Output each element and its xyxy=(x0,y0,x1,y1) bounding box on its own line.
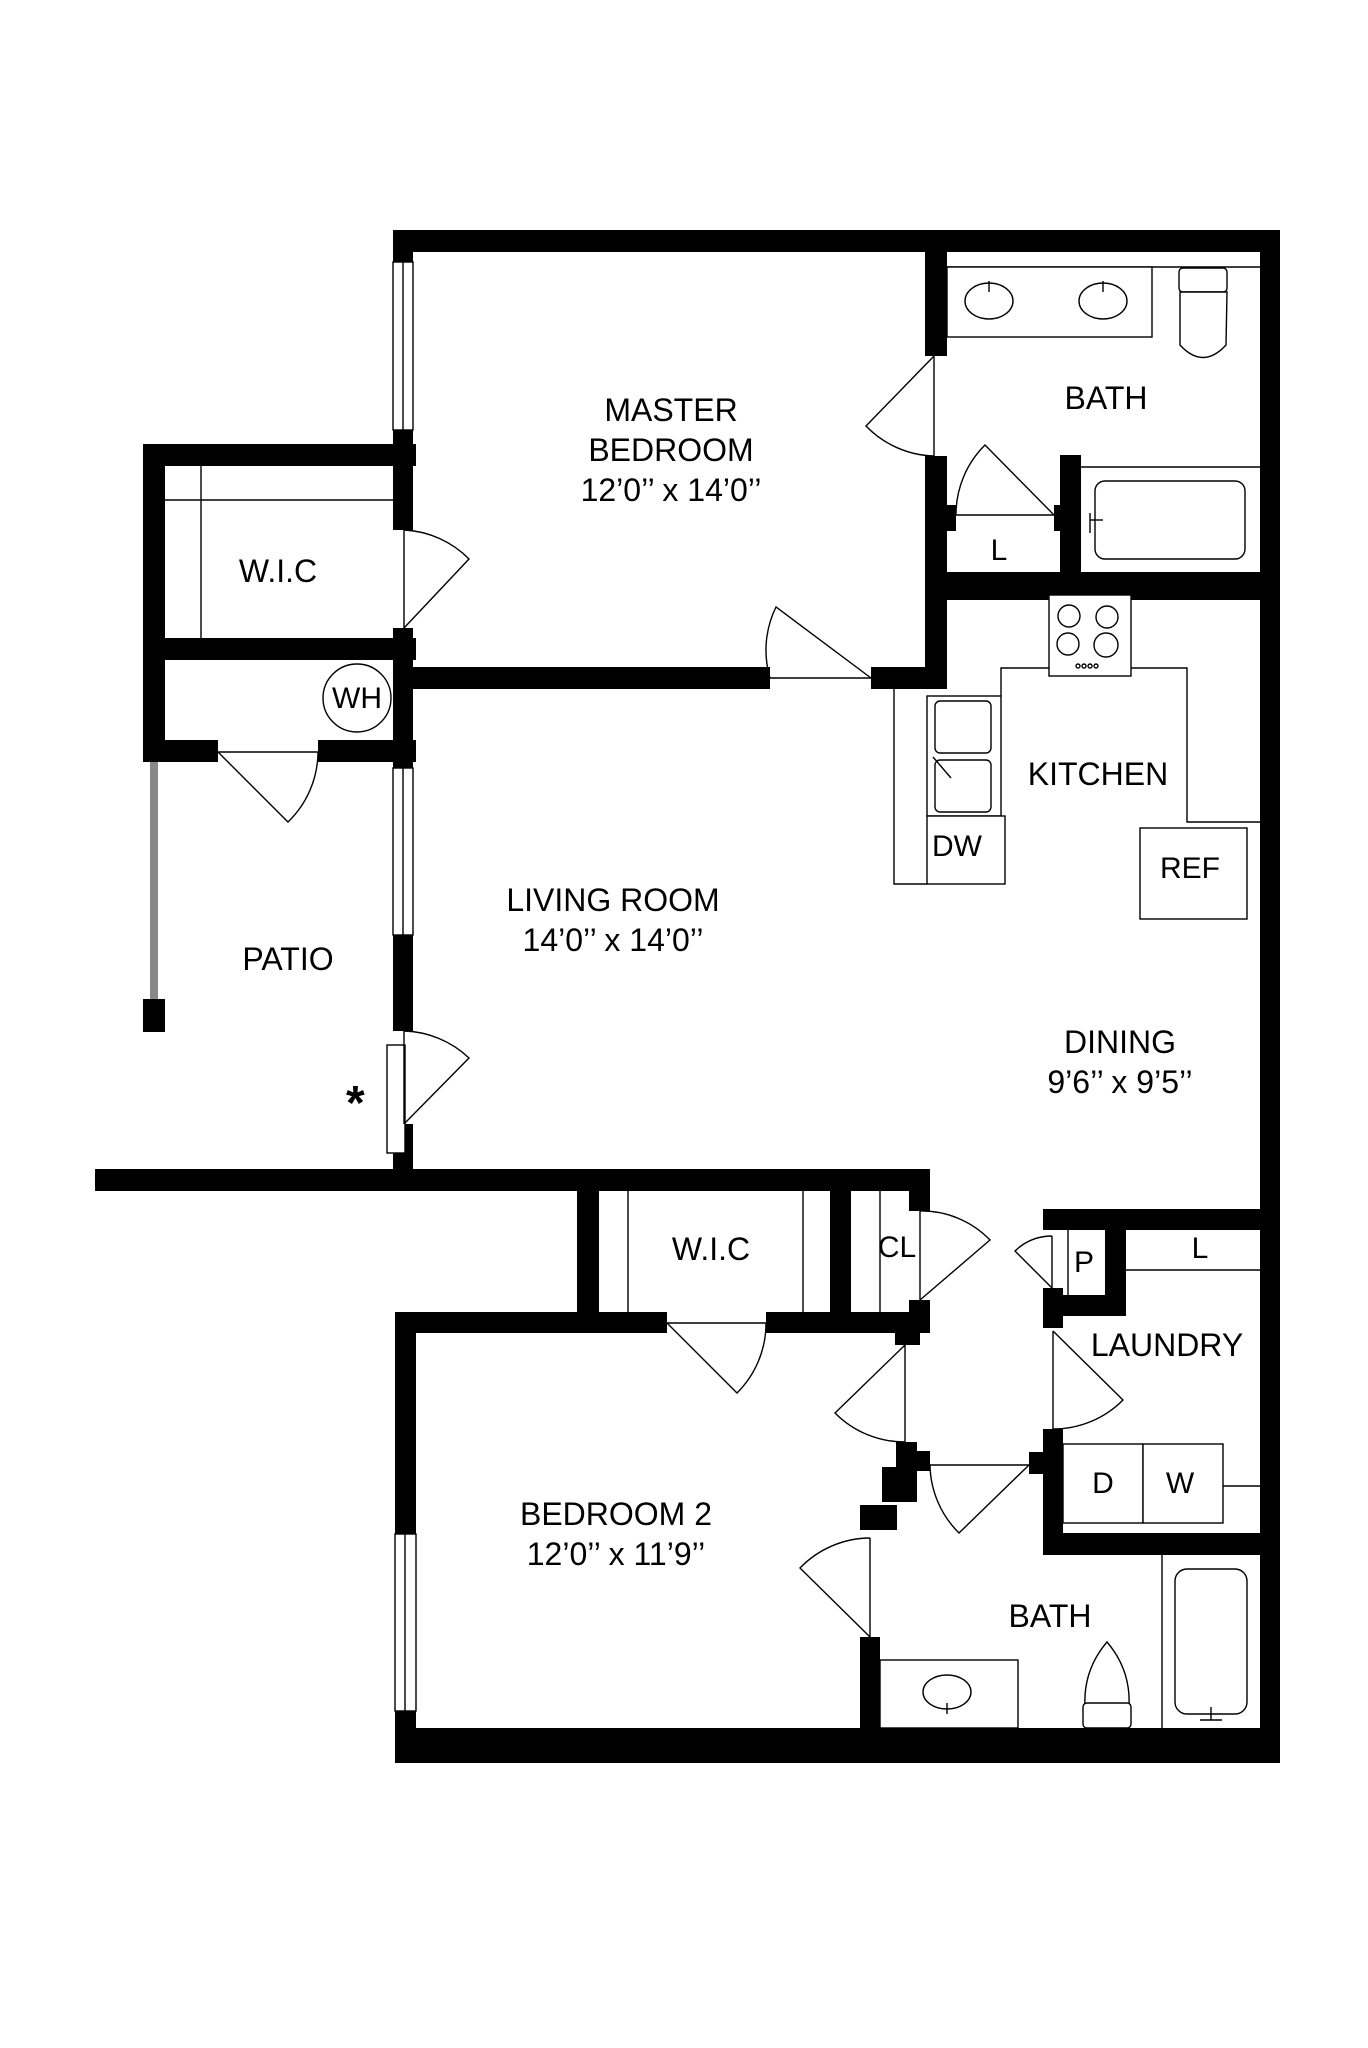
master-bedroom-dims: 12’0’’ x 14’0’’ xyxy=(580,472,762,508)
refrigerator-label: REF xyxy=(1160,852,1220,885)
dishwasher-label: DW xyxy=(932,830,982,863)
room-label-closet: CL xyxy=(877,1231,917,1264)
room-label-bath-2: BATH xyxy=(1008,1598,1092,1634)
kitchen-fixtures xyxy=(893,594,1260,920)
room-label-wic-2: W.I.C xyxy=(671,1231,751,1267)
room-label-laundry-linen: L xyxy=(1191,1232,1209,1265)
dryer-label: D xyxy=(1092,1467,1114,1500)
room-label-kitchen: KITCHEN xyxy=(1027,756,1169,792)
washer-label: W xyxy=(1165,1467,1195,1500)
room-label-master-linen: L xyxy=(990,534,1008,567)
room-label-bedroom-2: BEDROOM 2 12’0’’ x 11’9’’ xyxy=(520,1494,712,1574)
master-bedroom-name: MASTER xyxy=(604,392,738,428)
room-label-laundry: LAUNDRY xyxy=(1090,1327,1244,1363)
dining-name: DINING xyxy=(1064,1024,1176,1060)
master-bath-fixtures xyxy=(946,266,1260,560)
windows xyxy=(386,261,417,1712)
room-label-living-room: LIVING ROOM 14’0’’ x 14’0’’ xyxy=(506,880,719,960)
living-room-dims: 14’0’’ x 14’0’’ xyxy=(522,922,704,958)
room-label-patio: PATIO xyxy=(242,941,334,977)
dining-dims: 9’6’’ x 9’5’’ xyxy=(1047,1064,1193,1100)
master-bedroom-name-2: BEDROOM xyxy=(588,432,754,468)
laundry-fixtures xyxy=(1062,1230,1260,1524)
doors xyxy=(217,355,1124,1638)
water-heater-symbol xyxy=(322,663,392,733)
room-label-wic-1: W.I.C xyxy=(238,553,318,589)
bedroom-2-dims: 12’0’’ x 11’9’’ xyxy=(526,1536,706,1572)
room-label-dining: DINING 9’6’’ x 9’5’’ xyxy=(1047,1022,1192,1102)
water-heater-label: WH xyxy=(332,682,382,715)
bath-2-fixtures xyxy=(879,1555,1248,1729)
room-label-pantry: P xyxy=(1073,1246,1095,1279)
patio-railing xyxy=(150,762,158,999)
room-label-master-bedroom: MASTER BEDROOM 12’0’’ x 14’0’’ xyxy=(581,390,762,510)
closet-shelves xyxy=(165,466,881,1312)
walls xyxy=(95,230,1280,1763)
room-label-master-bath: BATH xyxy=(1064,380,1148,416)
entry-marker: * xyxy=(346,1077,365,1130)
living-room-name: LIVING ROOM xyxy=(506,882,720,918)
bedroom-2-name: BEDROOM 2 xyxy=(519,1496,713,1532)
